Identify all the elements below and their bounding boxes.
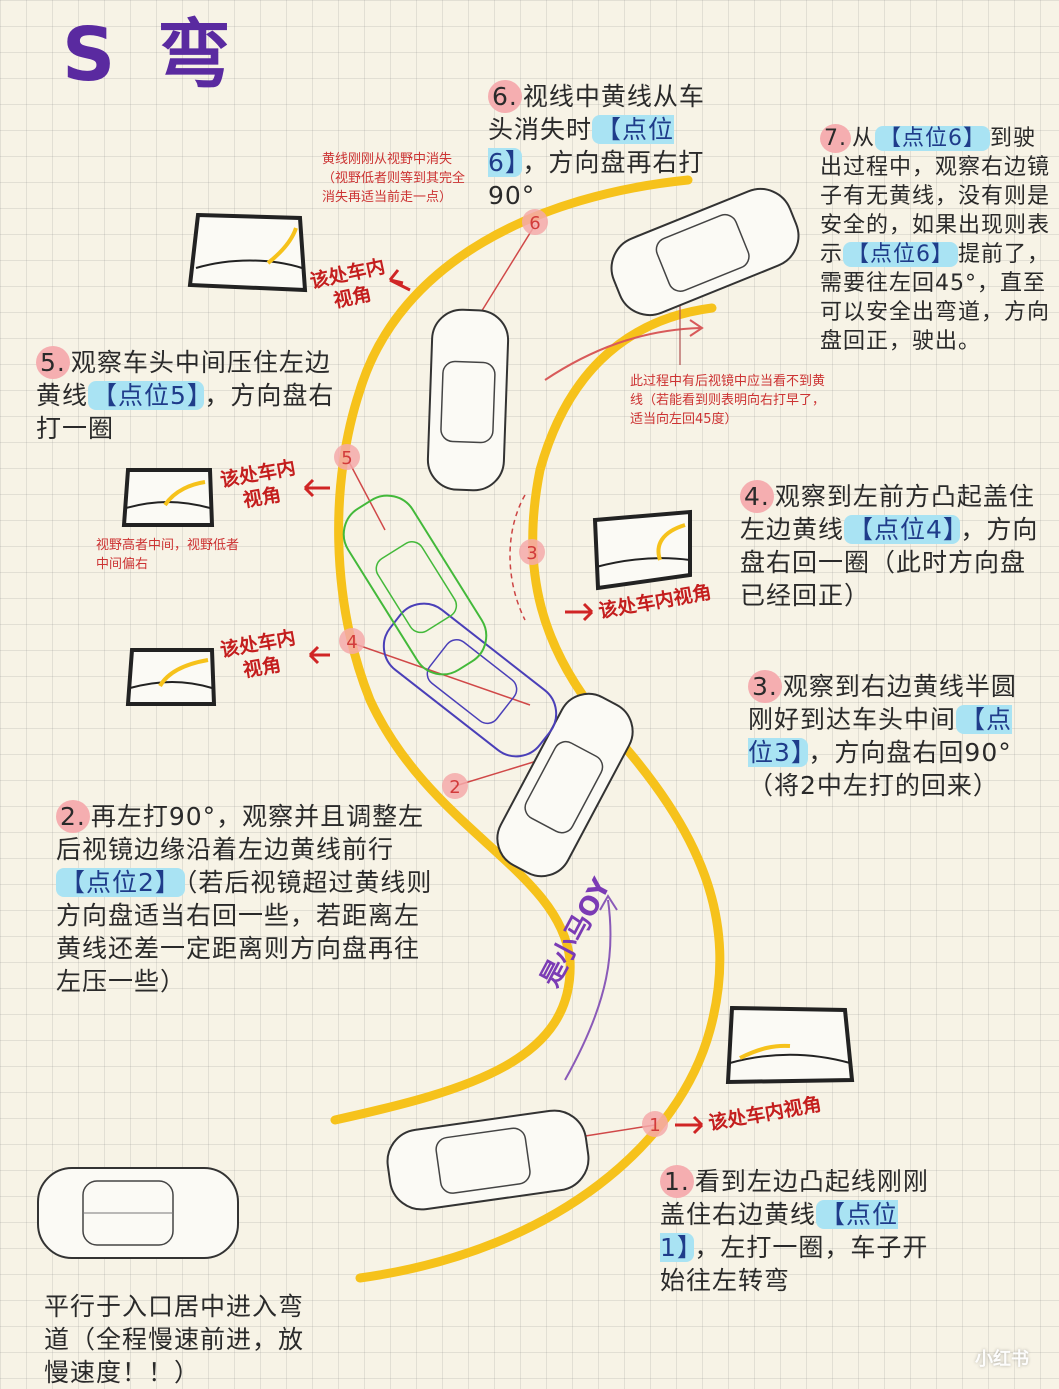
view-arrows [303,269,704,1135]
step-3-text: 观察到右边黄线半圆刚好到达车头中间 [748,672,1017,734]
flow-arrow-bottom-head [599,894,618,911]
dashed-reference-arc [509,494,526,621]
view-frame-1 [725,1005,855,1085]
step-1-action: ，左打一圈，车子开始往左转弯 [660,1233,929,1295]
step-5-note: 5.观察车头中间压住左边黄线【点位5】，方向盘右打一圈 [36,346,346,445]
step-4-text: 观察到左前方凸起盖住左边黄线 [740,482,1035,544]
view-frame-3 [592,509,692,591]
step-5-action: ，方向盘右打一圈 [36,381,335,443]
step-2-number: 2. [56,800,90,833]
step-2-action: （若后视镜超过黄线则方向盘适当右回一些，若距离左黄线还差一定距离则方向盘再往左压… [56,868,433,996]
step-3-note: 3.观察到右边黄线半圆刚好到达车头中间【点位3】，方向盘右回90°（将2中左打的… [748,670,1018,802]
marker-1: 1 [642,1111,668,1137]
car-point5 [426,308,510,492]
step-5-text: 观察车头中间压住左边黄线 [36,348,331,410]
step-1-text: 看到左边凸起线刚刚盖住右边黄线 [660,1167,929,1229]
marker-2-label: 2 [449,777,460,798]
car-point4-green [342,494,488,676]
view-frame-4 [125,648,217,706]
marker-1-label: 1 [649,1115,660,1136]
marker-2: 2 [442,773,468,799]
marker-3: 3 [519,539,545,565]
step-5-point: 【点位5】 [88,381,205,410]
step-6-text: 视线中黄线从车头消失时 [488,82,705,144]
step-7-point-b: 【点位6】 [843,242,959,267]
step-7-action: 提前了，需要往左回45°，直至可以安全出弯道，方向盘回正，驶出。 [820,242,1051,354]
start-note: 平行于入口居中进入弯道（全程慢速前进，放慢速度！！） [44,1292,305,1387]
watermark: 小红书 [975,1349,1029,1370]
marker-5: 5 [334,444,360,470]
step-6-number: 6. [488,80,522,113]
car-start [37,1167,239,1259]
car-point4-blue [382,602,558,758]
step-4-point: 【点位4】 [844,515,961,544]
leader-2 [454,759,541,787]
view-frame-top [187,212,308,293]
step-7-text-b: 到驶出过程中，观察右边镜子有无黄线，没有则是安全的，如果出现则表示 [820,126,1051,267]
small-note-top: 黄线刚刚从视野中消失（视野低者则等到其完全消失再适当前走一点） [322,152,466,205]
flow-arrow-top-head [689,319,704,337]
car-point2 [496,692,634,878]
step-4-number: 4. [740,480,774,513]
flow-arrow-bottom [564,899,612,1081]
step-6-action: ，方向盘再右打90° [488,148,705,210]
small-note-left: 视野高者中间，视野低者中间偏右 [96,538,240,572]
view-frame-5 [121,468,215,527]
step-3-action: ，方向盘右回90°（将2中左打的回来） [748,738,1012,800]
outer-left-yellow-line [330,175,693,1125]
step-3-number: 3. [748,670,782,703]
step-2-point: 【点位2】 [56,868,185,897]
step-2-text: 再左打90°，观察并且调整左后视镜边缘沿着左边黄线前行 [56,802,425,864]
marker-6: 6 [522,209,548,235]
marker-5-label: 5 [341,448,352,469]
step-2-note: 2.再左打90°，观察并且调整左后视镜边缘沿着左边黄线前行【点位2】（若后视镜超… [56,800,441,998]
car-point6 [610,187,800,317]
step-7-point-a: 【点位6】 [875,126,991,151]
step-7-number: 7. [820,124,851,153]
marker-4-label: 4 [346,632,357,653]
marker-6-label: 6 [529,213,540,234]
inner-right-yellow-line [355,303,725,1283]
step-4-note: 4.观察到左前方凸起盖住左边黄线【点位4】，方向盘右回一圈（此时方向盘已经回正） [740,480,1045,612]
car-point1 [386,1109,590,1211]
step-5-number: 5. [36,346,70,379]
small-note-right: 此过程中有后视镜中应当看不到黄线（若能看到则表明向右打早了，适当向左回45度） [630,374,826,427]
page-title: S 弯 [62,12,240,98]
step-7-note: 7.从【点位6】到驶出过程中，观察右边镜子有无黄线，没有则是安全的，如果出现则表… [820,124,1052,356]
step-1-number: 1. [660,1165,694,1198]
leader-5 [347,459,386,531]
step-4-action: ，方向盘右回一圈（此时方向盘已经回正） [740,515,1039,610]
marker-3-label: 3 [526,543,537,564]
step-7-text-a: 从 [852,126,876,151]
step-6-note: 6.视线中黄线从车头消失时【点位6】，方向盘再右打90° [488,80,718,212]
step-1-note: 1.看到左边凸起线刚刚盖住右边黄线【点位1】，左打一圈，车子开始往左转弯 [660,1165,950,1297]
marker-4: 4 [339,628,365,654]
